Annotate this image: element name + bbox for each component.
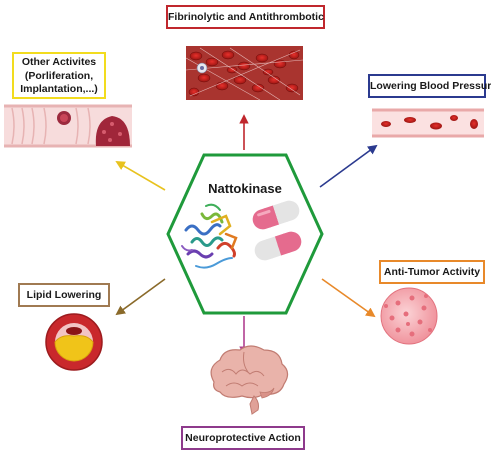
label-other: Other Activites (Porliferation, Implanta…	[12, 52, 106, 99]
label-fibrinolytic: Fibrinolytic and Antithrombotic	[166, 5, 325, 29]
clot-icon	[185, 46, 304, 101]
capsule-icon	[252, 200, 302, 261]
protein-structure-icon	[181, 203, 238, 269]
label-other-line3: Implantation,...)	[20, 83, 98, 95]
label-blood-pressure: Lowering Blood Pressure	[368, 74, 491, 98]
center-hexagon	[166, 153, 324, 315]
label-other-line2: (Porliferation,	[24, 69, 94, 82]
arrow-other	[115, 161, 166, 191]
arrow-blood-pressure	[319, 144, 378, 188]
label-anti-tumor: Anti-Tumor Activity	[379, 260, 485, 284]
tumor-cell-icon	[380, 287, 438, 345]
brain-icon	[210, 345, 289, 415]
blood-vessel-icon	[372, 108, 484, 138]
intestine-icon	[4, 104, 132, 148]
label-neuroprotective: Neuroprotective Action	[181, 426, 305, 450]
label-lipid: Lipid Lowering	[18, 283, 110, 307]
artery-plaque-icon	[45, 313, 103, 371]
label-other-line1: Other Activites	[21, 56, 97, 68]
center-title: Nattokinase	[208, 181, 282, 196]
arrow-lipid	[115, 278, 166, 316]
arrow-anti-tumor	[321, 278, 376, 318]
